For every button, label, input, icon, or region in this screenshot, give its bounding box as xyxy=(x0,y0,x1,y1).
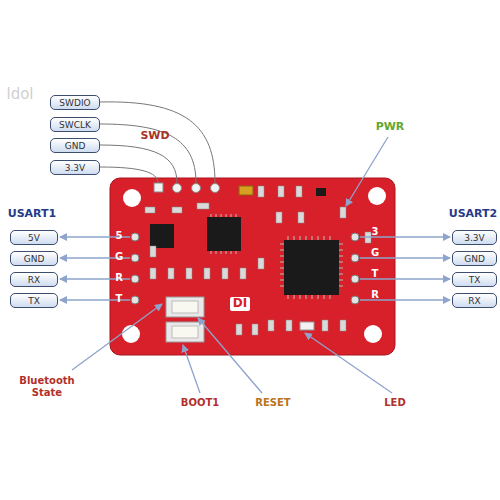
callout-label: Bluetooth State xyxy=(14,375,80,398)
pin-name: GND xyxy=(65,141,86,151)
pin-name: TX xyxy=(469,275,481,285)
group-label: SWD xyxy=(135,130,175,143)
pin-box: SWDIO xyxy=(50,95,100,110)
pin-box: 3.3V xyxy=(452,230,497,245)
pin-name: RX xyxy=(468,296,480,306)
silkscreen-label: R xyxy=(114,272,124,284)
pin-name: SWCLK xyxy=(59,120,91,130)
pin-name: RX xyxy=(28,275,40,285)
pin-box: 3.3V xyxy=(50,160,100,175)
group-label: USART1 xyxy=(2,208,62,221)
callout-label: LED xyxy=(375,397,415,409)
pin-name: 3.3V xyxy=(65,163,85,173)
logo-mark: DI xyxy=(230,297,250,311)
silkscreen-label: R xyxy=(370,289,380,301)
pin-name: TX xyxy=(28,296,40,306)
pin-box: GND xyxy=(452,251,497,266)
silkscreen-label: 3 xyxy=(370,226,380,238)
silkscreen-label: T xyxy=(114,293,124,305)
pin-box: TX xyxy=(10,293,58,308)
watermark: ldol xyxy=(0,86,40,103)
pin-box: RX xyxy=(452,293,497,308)
pin-box: SWCLK xyxy=(50,117,100,132)
pin-box: GND xyxy=(50,138,100,153)
pin-box: 5V xyxy=(10,230,58,245)
silkscreen-label: G xyxy=(114,251,124,263)
silkscreen-label: T xyxy=(370,268,380,280)
silkscreen-label: G xyxy=(370,247,380,259)
callout-label: RESET xyxy=(245,397,301,409)
silkscreen-label: 5 xyxy=(114,230,124,242)
pin-box: RX xyxy=(10,272,58,287)
callout-label: BOOT1 xyxy=(170,397,230,409)
pin-box: TX xyxy=(452,272,497,287)
group-label: USART2 xyxy=(443,208,500,221)
pin-name: SWDIO xyxy=(59,98,90,108)
pin-name: 3.3V xyxy=(464,233,484,243)
pin-name: 5V xyxy=(28,233,40,243)
pin-box: GND xyxy=(10,251,58,266)
pin-name: GND xyxy=(24,254,45,264)
indicator-label: PWR xyxy=(372,121,408,134)
pin-name: GND xyxy=(464,254,485,264)
